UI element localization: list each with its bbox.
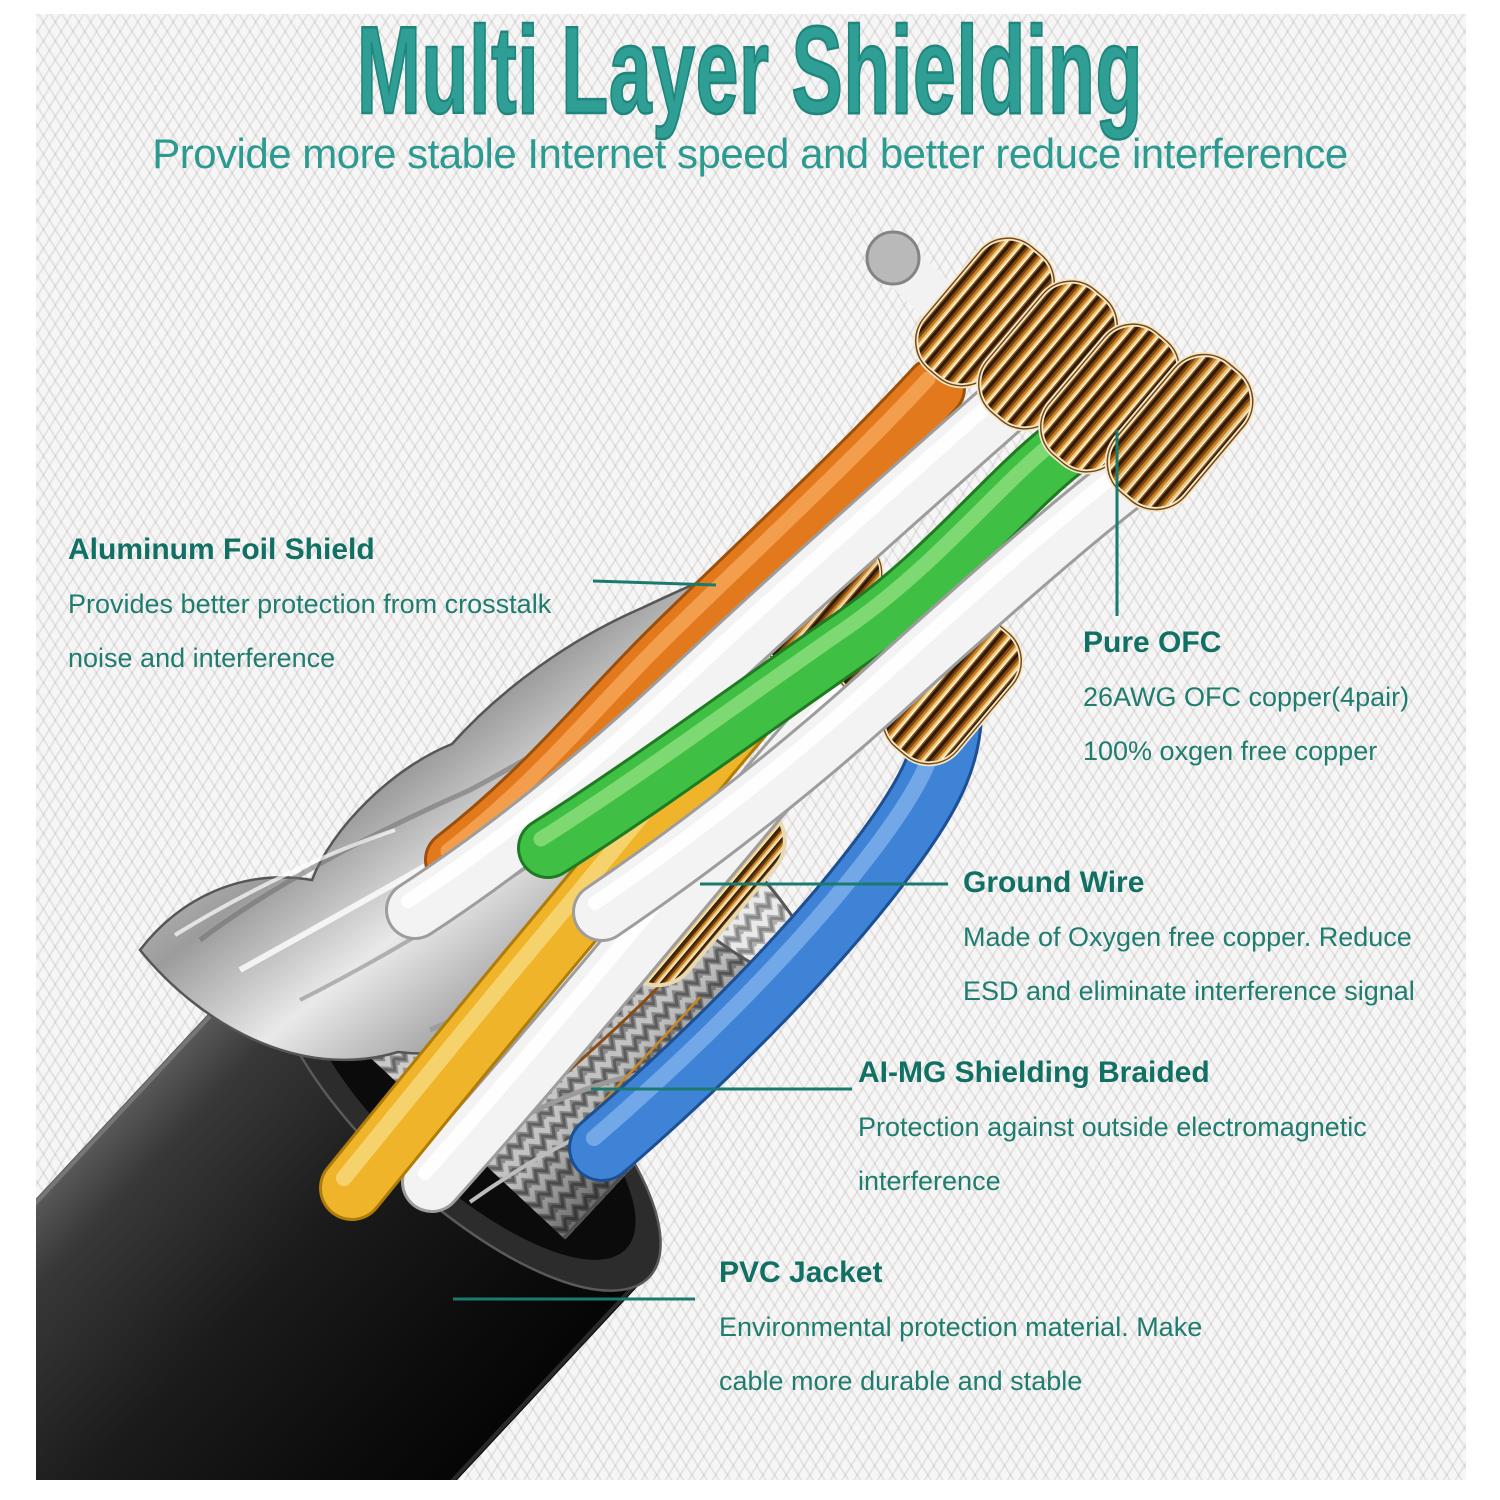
white-wire-1 — [385, 380, 1030, 940]
white-wire-2 — [572, 448, 1160, 942]
page-subtitle: Provide more stable Internet speed and b… — [152, 130, 1348, 177]
label-pvc-line2: cable more durable and stable — [719, 1366, 1083, 1396]
label-ground-wire-line1: Made of Oxygen free copper. Reduce — [963, 922, 1412, 952]
label-pure-ofc-line2: 100% oxgen free copper — [1083, 736, 1378, 766]
callout-lines — [453, 430, 1119, 1301]
diamond-pattern-background — [36, 14, 1466, 1480]
label-pure-ofc-line1: 26AWG OFC copper(4pair) — [1083, 682, 1410, 712]
label-pvc-line1: Environmental protection material. Make — [719, 1312, 1203, 1342]
label-al-mg-line1: Protection against outside electromagnet… — [858, 1112, 1367, 1142]
label-ground-wire: Ground Wire Made of Oxygen free copper. … — [963, 856, 1415, 1018]
label-ground-wire-heading: Ground Wire — [963, 866, 1145, 899]
label-aluminum-foil-line1: Provides better protection from crosstal… — [68, 589, 552, 619]
green-wire — [517, 419, 1093, 879]
label-pvc-jacket: PVC Jacket Environmental protection mate… — [719, 1246, 1202, 1408]
label-al-mg-heading: AI-MG Shielding Braided — [858, 1056, 1210, 1089]
label-pure-ofc: Pure OFC 26AWG OFC copper(4pair) 100% ox… — [1083, 616, 1409, 778]
label-pvc-heading: PVC Jacket — [719, 1256, 883, 1289]
label-al-mg-shielding: AI-MG Shielding Braided Protection again… — [858, 1046, 1367, 1208]
twisted-pair-top-group — [385, 223, 1269, 942]
callout-aluminum-foil-line — [592, 579, 717, 587]
label-al-mg-line2: interference — [858, 1166, 1001, 1196]
foil-tip — [865, 230, 921, 286]
label-aluminum-foil-heading: Aluminum Foil Shield — [68, 533, 375, 566]
page-title: Multi Layer Shielding — [356, 0, 1144, 140]
ethernet-cable-cutaway-illustration — [36, 14, 1466, 1480]
label-aluminum-foil-shield: Aluminum Foil Shield Provides better pro… — [68, 523, 551, 685]
label-pure-ofc-heading: Pure OFC — [1083, 626, 1222, 659]
label-ground-wire-line2: ESD and eliminate interference signal — [963, 976, 1415, 1006]
label-aluminum-foil-line2: noise and interference — [68, 643, 336, 673]
